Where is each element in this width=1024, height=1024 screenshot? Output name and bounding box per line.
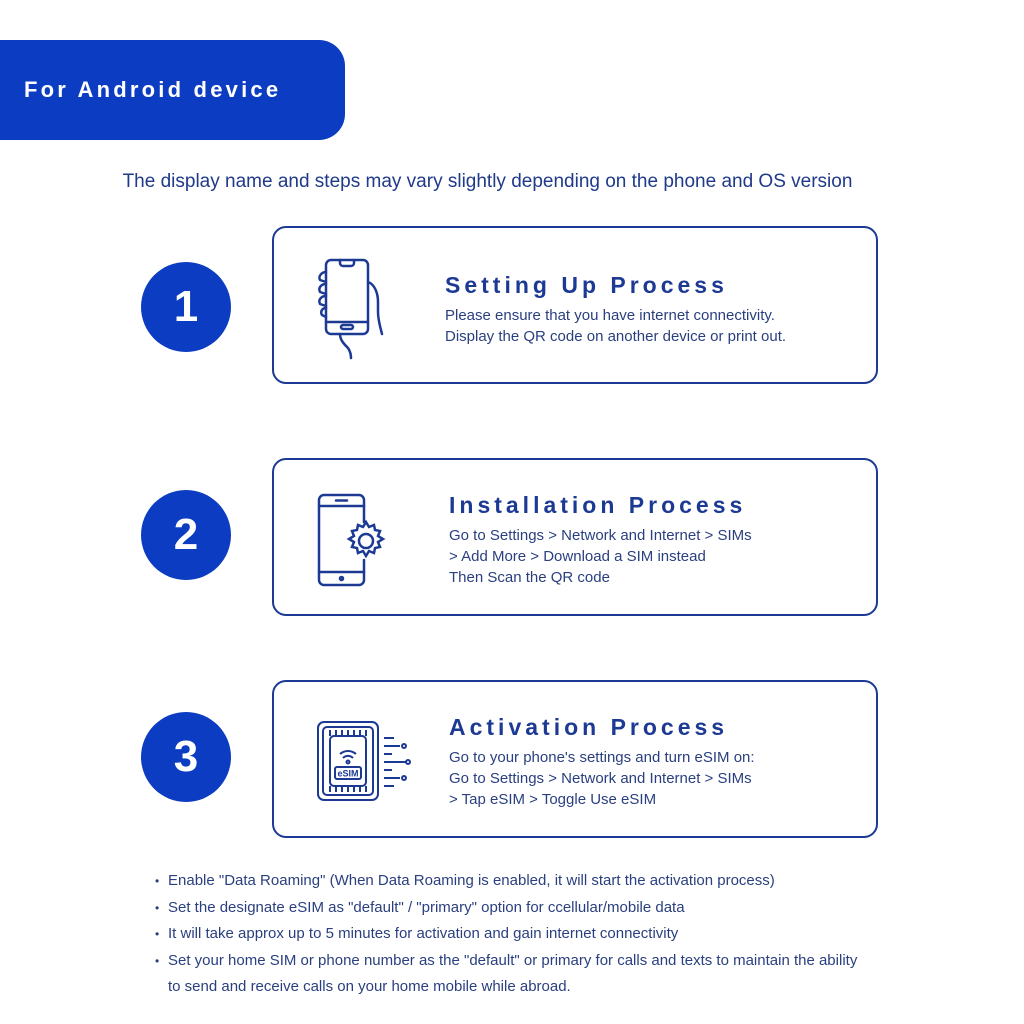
step-line: > Tap eSIM > Toggle Use eSIM — [449, 791, 657, 808]
step-line: Go to Settings > Network and Internet > … — [449, 770, 752, 787]
note-item: Set your home SIM or phone number as the… — [155, 948, 873, 1001]
note-item: Set the designate eSIM as "default" / "p… — [155, 895, 873, 922]
step-card-activation: eSIM Activation Process Go to your phone… — [272, 680, 878, 838]
step-title: Setting Up Process — [445, 272, 728, 298]
step-line: Display the QR code on another device or… — [445, 328, 787, 345]
step-card-setup: Setting Up Process Please ensure that yo… — [272, 226, 878, 384]
step-line: > Add More > Download a SIM instead — [449, 548, 706, 565]
note-item: It will take approx up to 5 minutes for … — [155, 921, 873, 948]
step-line: Then Scan the QR code — [449, 569, 610, 586]
step-description: Go to Settings > Network and Internet > … — [449, 525, 752, 588]
header-banner: For Android device — [0, 40, 345, 140]
step-line: Go to your phone's settings and turn eSI… — [449, 749, 755, 766]
step-number-1: 1 — [141, 262, 231, 352]
notes-list: Enable "Data Roaming" (When Data Roaming… — [155, 868, 873, 1001]
header-title: For Android device — [24, 77, 282, 102]
step-description: Please ensure that you have internet con… — [445, 305, 786, 347]
step-number-2: 2 — [141, 490, 231, 580]
esim-label: eSIM — [337, 769, 358, 779]
step-card-installation: Installation Process Go to Settings > Ne… — [272, 458, 878, 616]
step-line: Please ensure that you have internet con… — [445, 307, 775, 324]
step-title: Installation Process — [449, 492, 747, 518]
phone-settings-gear-icon — [317, 493, 386, 587]
note-item: Enable "Data Roaming" (When Data Roaming… — [155, 868, 873, 895]
subtitle: The display name and steps may vary slig… — [122, 171, 853, 192]
step-title: Activation Process — [449, 714, 729, 740]
hand-holding-phone-icon — [318, 258, 384, 360]
step-description: Go to your phone's settings and turn eSI… — [449, 747, 755, 810]
step-line: Go to Settings > Network and Internet > … — [449, 527, 752, 544]
step-number-3: 3 — [141, 712, 231, 802]
esim-chip-icon: eSIM — [317, 721, 411, 801]
